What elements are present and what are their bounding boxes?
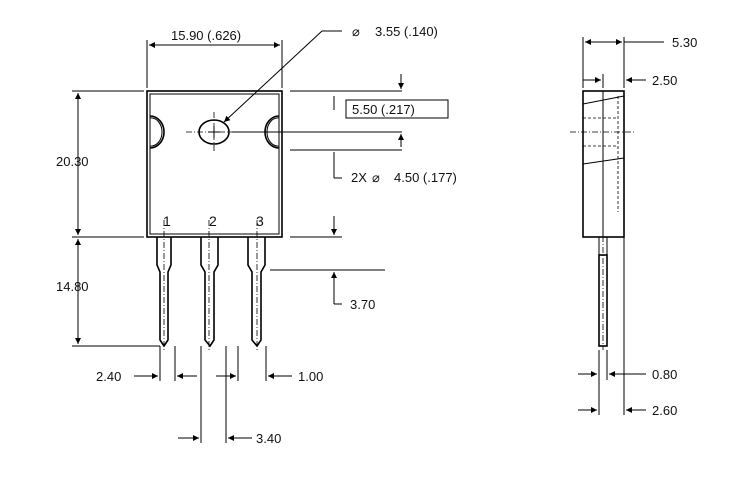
- lead-length-dim: 14.80: [56, 279, 89, 294]
- diameter-symbol-2: ⌀: [372, 170, 380, 185]
- diameter-symbol-1: ⌀: [352, 24, 360, 39]
- package-body: [146, 90, 283, 238]
- hole-offset-box: [345, 99, 449, 119]
- lead-offset-dim: 2.60: [652, 403, 677, 418]
- lead-2: [200, 237, 219, 348]
- left-notch-outline: [149, 117, 163, 147]
- total-thickness-dim: 5.30: [672, 35, 697, 50]
- body-height-dim: 20.30: [56, 154, 89, 169]
- lead-width-wide-dim: 2.40: [96, 369, 121, 384]
- left-notch: [149, 115, 165, 149]
- lead-thickness-dim: 0.80: [652, 367, 677, 382]
- front-view: 1 2 3 15.90 (.626) ⌀ 3.55 (.140) 5.50 (.…: [56, 24, 457, 446]
- package-body-inner: [149, 93, 280, 235]
- pin-2-label: 2: [209, 213, 217, 229]
- tab-thickness-dim: 2.50: [652, 73, 677, 88]
- lead-step-dim: 3.70: [350, 297, 375, 312]
- slot-hole-dim: 4.50 (.177): [394, 170, 457, 185]
- pin-3-label: 3: [256, 213, 264, 229]
- pin-1-label: 1: [163, 213, 171, 229]
- mount-hole-dim: 3.55 (.140): [375, 24, 438, 39]
- slot-hole-count: 2X: [351, 170, 367, 185]
- lead-width-narrow-dim: 1.00: [298, 369, 323, 384]
- lead-3: [247, 237, 266, 348]
- hole-offset-dim: 5.50 (.217): [352, 102, 415, 117]
- body-width-dim: 15.90 (.626): [171, 28, 241, 43]
- lead-pitch-dim: 3.40: [256, 431, 281, 446]
- side-view: 5.30 2.50 0.80 2.60: [570, 35, 697, 418]
